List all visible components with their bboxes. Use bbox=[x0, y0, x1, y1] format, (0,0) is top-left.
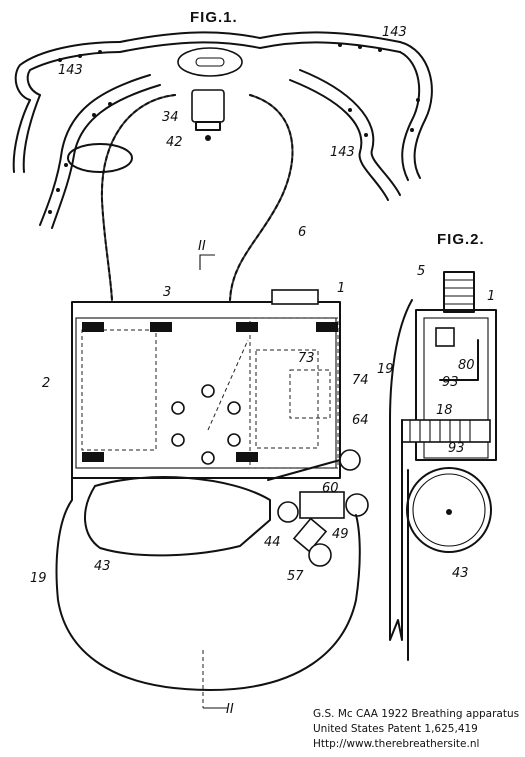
label-2-side-box: 2 bbox=[42, 376, 50, 391]
fig1-title: FIG.1. bbox=[190, 9, 238, 26]
label-42-screw: 42 bbox=[166, 135, 183, 150]
label-43-bag: 43 bbox=[94, 559, 111, 574]
label-fig2-43: 43 bbox=[452, 566, 469, 581]
caption-line-url[interactable]: Http://www.therebreathersite.nl bbox=[313, 738, 480, 750]
caption-line-title: G.S. Mc CAA 1922 Breathing apparatus bbox=[313, 708, 520, 720]
label-6-hose: 6 bbox=[298, 225, 306, 240]
label-143-strap-left: 143 bbox=[58, 63, 83, 78]
label-fig2-93-top: 93 bbox=[442, 375, 459, 390]
fig2-labels: 5 1 19 80 93 18 93 43 bbox=[377, 264, 495, 581]
fig2-section-view bbox=[389, 271, 497, 661]
fig2-title: FIG.2. bbox=[437, 231, 485, 248]
control-valves bbox=[267, 449, 369, 567]
breathing-hoses bbox=[67, 94, 294, 301]
label-fig2-19: 19 bbox=[377, 362, 394, 377]
caption: G.S. Mc CAA 1922 Breathing apparatus Uni… bbox=[313, 707, 525, 752]
label-64: 64 bbox=[352, 413, 369, 428]
main-casing bbox=[71, 289, 341, 479]
fig1-labels: 143 143 143 34 42 6 II 3 1 2 73 74 64 60… bbox=[30, 25, 407, 717]
section-mark-top bbox=[199, 254, 215, 270]
label-143-strap-top: 143 bbox=[382, 25, 407, 40]
label-60: 60 bbox=[322, 481, 339, 496]
breathing-bag bbox=[55, 476, 361, 709]
label-44: 44 bbox=[264, 535, 281, 550]
label-II-top: II bbox=[198, 239, 206, 254]
label-49: 49 bbox=[332, 527, 349, 542]
harness-straps bbox=[12, 31, 433, 229]
label-74: 74 bbox=[352, 373, 369, 388]
label-fig2-1: 1 bbox=[487, 289, 495, 304]
exhaust-valve bbox=[191, 89, 225, 141]
label-143-strap-lower: 143 bbox=[330, 145, 355, 160]
label-fig2-18: 18 bbox=[436, 403, 453, 418]
label-1-casing: 1 bbox=[337, 281, 345, 296]
label-3-cover: 3 bbox=[163, 285, 171, 300]
label-57: 57 bbox=[287, 569, 304, 584]
label-II-bottom: II bbox=[226, 702, 234, 717]
label-73: 73 bbox=[298, 351, 315, 366]
caption-line-patent: United States Patent 1,625,419 bbox=[313, 723, 478, 735]
label-fig2-93-bottom: 93 bbox=[448, 441, 465, 456]
label-fig2-80: 80 bbox=[458, 358, 475, 373]
label-fig2-5: 5 bbox=[417, 264, 425, 279]
label-34-valve: 34 bbox=[162, 110, 179, 125]
label-19-bag: 19 bbox=[30, 571, 47, 586]
